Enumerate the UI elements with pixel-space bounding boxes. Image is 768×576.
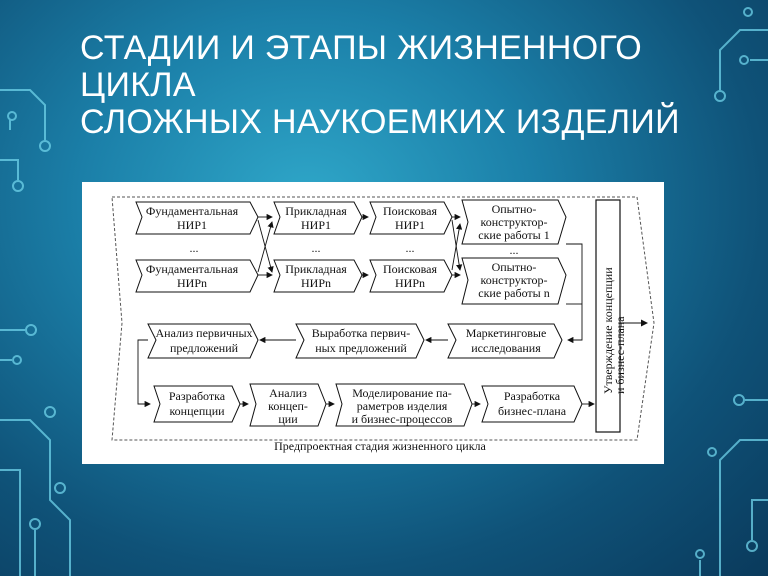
poisk-nirn-box: [369, 259, 453, 293]
title-line-1: СТАДИИ И ЭТАПЫ ЖИЗНЕННОГО: [80, 29, 643, 67]
okrn-l3: ские работы n: [478, 286, 549, 300]
approval-text-1: Утверждение концепции: [601, 267, 615, 394]
analiz-l2: предложений: [170, 341, 239, 355]
okr1-l1: Опытно-: [492, 202, 537, 216]
title-line-2: ЦИКЛА: [80, 66, 196, 104]
prikl-nir1-l2: НИР1: [301, 218, 331, 232]
vyrabotka-l2: ных предложений: [315, 341, 407, 355]
biz-plan-l1: Разработка: [504, 389, 561, 403]
okr1-l2: конструктор-: [481, 215, 548, 229]
analiz-konc-l1: Анализ: [269, 386, 307, 400]
analiz-pervich-box: [147, 323, 259, 359]
razr-konc-l2: концепции: [169, 404, 225, 418]
model-box: [335, 383, 473, 427]
poisk-nirn-l1: Поисковая: [383, 262, 437, 276]
poisk-nir1-l2: НИР1: [395, 218, 425, 232]
diagram-panel: Утверждение концепции и бизнес-плана Фун…: [82, 182, 664, 464]
biz-plan-box: [481, 385, 583, 423]
vyrabotka-box: [295, 323, 425, 359]
okr1-l3: ские работы 1: [478, 228, 549, 242]
biz-plan-l2: бизнес-плана: [498, 404, 567, 418]
slide-title: СТАДИИ И ЭТАПЫ ЖИЗНЕННОГО ЦИКЛА СЛОЖНЫХ …: [80, 30, 720, 141]
okr1-box: [461, 199, 567, 245]
prikl-nir1-l1: Прикладная: [285, 204, 347, 218]
analiz-konc-l3: ции: [278, 412, 298, 426]
okrn-l1: Опытно-: [492, 260, 537, 274]
lifecycle-diagram: Утверждение концепции и бизнес-плана Фун…: [111, 196, 655, 453]
poisk-nir1-box: [369, 201, 453, 235]
analiz-konc-box: [249, 383, 327, 427]
poisk-nir1-l1: Поисковая: [383, 204, 437, 218]
poisk-nirn-l2: НИРn: [395, 276, 425, 290]
prikl-nirn-l2: НИРn: [301, 276, 331, 290]
model-l1: Моделирование па-: [352, 386, 452, 400]
fund-nirn-l1: Фундаментальная: [146, 262, 239, 276]
analiz-l1: Анализ первичных: [155, 326, 252, 340]
ellipsis-2: ...: [312, 241, 321, 255]
fund-nir1-box: [135, 201, 259, 235]
fund-nir1-l2: НИР1: [177, 218, 207, 232]
vyrabotka-l1: Выработка первич-: [312, 326, 410, 340]
ellipsis-3: ...: [406, 241, 415, 255]
marketing-box: [447, 323, 563, 359]
razr-konc-box: [153, 385, 241, 423]
marketing-l1: Маркетинговые: [466, 326, 547, 340]
fund-nir1-l1: Фундаментальная: [146, 204, 239, 218]
razr-konc-l1: Разработка: [169, 389, 226, 403]
okrn-l2: конструктор-: [481, 273, 548, 287]
ellipsis-4: ...: [510, 243, 519, 257]
okrn-box: [461, 257, 567, 305]
approval-text-2: и бизнес-плана: [613, 316, 627, 394]
model-l2: раметров изделия: [357, 399, 448, 413]
approval-box: [595, 199, 621, 433]
marketing-l2: исследования: [471, 341, 541, 355]
outer-frame: [111, 196, 655, 441]
ellipsis-1: ...: [190, 241, 199, 255]
title-line-3: СЛОЖНЫХ НАУКОЕМКИХ ИЗДЕЛИЙ: [80, 103, 680, 141]
analiz-konc-l2: концеп-: [268, 399, 308, 413]
prikl-nir1-box: [273, 201, 363, 235]
fund-nirn-l2: НИРn: [177, 276, 207, 290]
stage-caption: Предпроектная стадия жизненного цикла: [274, 439, 486, 453]
prikl-nirn-box: [273, 259, 363, 293]
prikl-nirn-l1: Прикладная: [285, 262, 347, 276]
model-l3: и бизнес-процессов: [352, 412, 453, 426]
fund-nirn-box: [135, 259, 259, 293]
